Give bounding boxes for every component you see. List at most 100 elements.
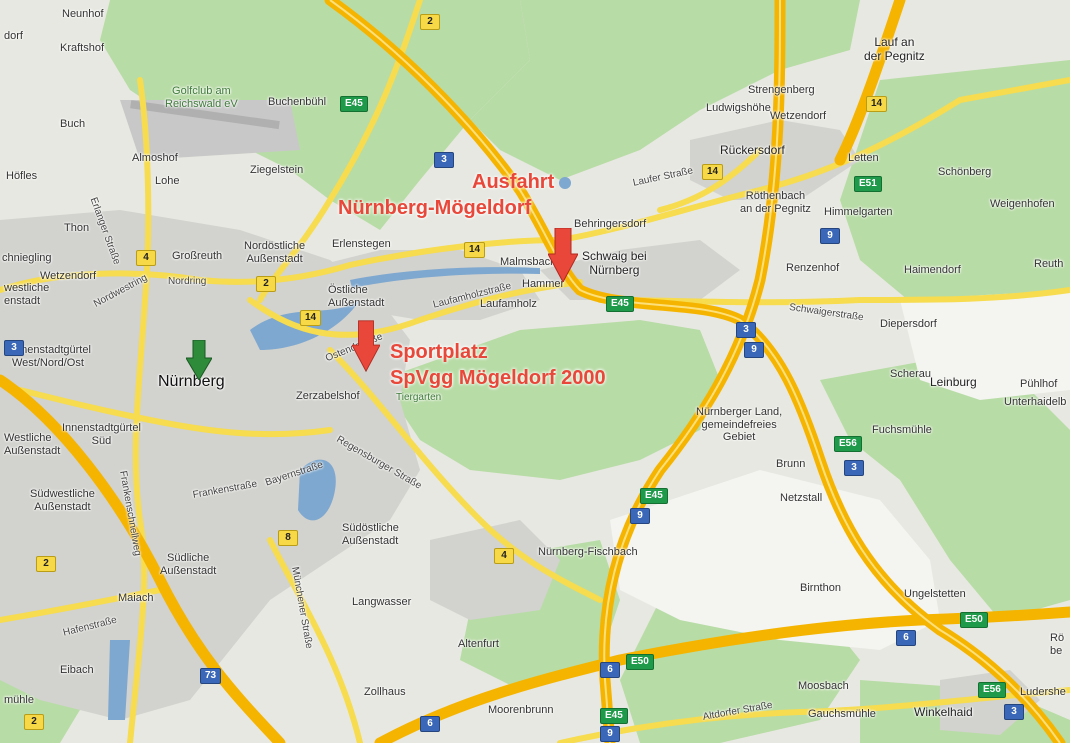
route-shield-e50: E50 — [960, 612, 988, 628]
route-shield-3: 3 — [844, 460, 864, 476]
place-schwaig: Schwaig bei Nürnberg — [582, 249, 647, 277]
place-westliche-sued: Westliche Außenstadt — [4, 432, 61, 457]
place-zerzabelshof: Zerzabelshof — [296, 390, 360, 402]
route-shield-9: 9 — [744, 342, 764, 358]
annotation-exit-line1: Ausfahrt — [472, 171, 555, 193]
annotation-sport-line2: SpVgg Mögeldorf 2000 — [390, 367, 606, 389]
route-shield-e45: E45 — [606, 296, 634, 312]
route-shield-6: 6 — [896, 630, 916, 646]
route-shield-14: 14 — [702, 164, 724, 180]
place-grossreuth: Großreuth — [172, 250, 223, 262]
place-ludersheim: Ludershe — [1020, 686, 1066, 698]
place-hammer: Hammer — [522, 278, 565, 290]
place-maiach: Maiach — [118, 592, 154, 604]
place-wetzendorf-east: Wetzendorf — [770, 110, 827, 122]
route-shield-73: 73 — [200, 668, 222, 684]
route-shield-14: 14 — [300, 310, 322, 326]
annotation-sport-line1: Sportplatz — [390, 341, 488, 363]
place-altenfurt: Altenfurt — [458, 638, 499, 650]
place-roe: Rö be — [1050, 632, 1065, 657]
route-shield-e56: E56 — [834, 436, 862, 452]
place-langwasser: Langwasser — [352, 596, 412, 608]
place-winkelhaid: Winkelhaid — [914, 705, 973, 719]
place-laufamholz: Laufamholz — [480, 298, 537, 310]
route-shield-6: 6 — [420, 716, 440, 732]
place-renzenhof: Renzenhof — [786, 262, 840, 274]
place-buchenbuehl: Buchenbühl — [268, 96, 327, 108]
route-shield-9: 9 — [820, 228, 840, 244]
place-tiergarten: Tiergarten — [396, 392, 442, 403]
route-shield-8: 8 — [278, 530, 298, 546]
place-innenstadt-sued: Innenstadtgürtel Süd — [62, 422, 141, 447]
place-oestliche: Östliche Außenstadt — [328, 284, 385, 309]
place-strengenberg: Strengenberg — [748, 84, 815, 96]
route-shield-3: 3 — [4, 340, 24, 356]
place-thon: Thon — [64, 222, 90, 234]
place-ludwigshoehe: Ludwigshöhe — [706, 102, 771, 114]
place-neunhof: Neunhof — [62, 8, 104, 20]
place-puehlhof: Pühlhof — [1020, 378, 1058, 390]
place-gauchsmuehle: Gauchsmühle — [808, 708, 876, 720]
route-shield-e50: E50 — [626, 654, 654, 670]
place-suedoestliche: Südöstliche Außenstadt — [342, 522, 399, 547]
place-wetzendorf-west: Wetzendorf — [40, 270, 97, 282]
place-westliche-nord: westliche enstadt — [4, 282, 50, 307]
route-shield-2: 2 — [256, 276, 276, 292]
airport-area — [120, 100, 300, 160]
place-hoefles: Höfles — [6, 170, 38, 182]
place-rueckersdorf: Rückersdorf — [720, 143, 785, 157]
place-leinburg: Leinburg — [930, 375, 977, 389]
place-lauf: Lauf an der Pegnitz — [864, 35, 925, 63]
place-buch: Buch — [60, 118, 86, 130]
route-shield-6: 6 — [600, 662, 620, 678]
place-golfclub: Golfclub am Reichswald eV — [165, 85, 238, 110]
place-zollhaus: Zollhaus — [364, 686, 406, 698]
route-shield-2: 2 — [36, 556, 56, 572]
place-kraftshof: Kraftshof — [60, 42, 105, 54]
open-fields — [610, 290, 1070, 650]
route-shield-9: 9 — [600, 726, 620, 742]
place-innenstadt-wno: Innenstadtgürtel West/Nord/Ost — [12, 344, 91, 369]
exit-marker-icon[interactable] — [548, 228, 578, 282]
place-himmelgarten: Himmelgarten — [824, 206, 893, 218]
place-moosbach: Moosbach — [798, 680, 849, 692]
place-fuchsmuehle: Fuchsmühle — [872, 424, 932, 436]
place-erlenstegen: Erlenstegen — [332, 238, 391, 250]
place-nuernberg: Nürnberg — [158, 373, 225, 390]
place-letten: Letten — [848, 152, 879, 164]
route-shield-3: 3 — [434, 152, 454, 168]
place-almoshof: Almoshof — [132, 152, 178, 164]
place-nuernberger-land: Nürnberger Land, gemeindefreies Gebiet — [696, 406, 783, 444]
place-lohe: Lohe — [155, 175, 180, 187]
route-shield-14: 14 — [866, 96, 888, 112]
place-netzstall: Netzstall — [780, 492, 823, 504]
street-nordring: Nordring — [168, 276, 207, 287]
place-eibach: Eibach — [60, 664, 94, 676]
place-dorf: dorf — [4, 30, 23, 42]
place-unterhaidelbach: Unterhaidelb — [1004, 396, 1067, 408]
place-fischbach: Nürnberg-Fischbach — [538, 546, 638, 558]
route-shield-e45: E45 — [640, 488, 668, 504]
place-suedliche: Südliche Außenstadt — [160, 552, 217, 577]
place-diepersdorf: Diepersdorf — [880, 318, 937, 330]
place-behringersdorf: Behringersdorf — [574, 218, 647, 230]
place-schoenberg: Schönberg — [938, 166, 992, 178]
place-ziegelstein: Ziegelstein — [250, 164, 304, 176]
route-shield-2: 2 — [24, 714, 44, 730]
place-reuth: Reuth — [1034, 258, 1064, 270]
motorway-centerlines — [329, 0, 1061, 743]
annotation-exit-line2: Nürnberg-Mögeldorf — [338, 197, 532, 219]
route-shield-e45: E45 — [340, 96, 368, 112]
route-shield-3: 3 — [736, 322, 756, 338]
place-haimendorf: Haimendorf — [904, 264, 961, 276]
place-brunn: Brunn — [776, 458, 806, 470]
place-muehle: mühle — [4, 694, 34, 706]
sportplatz-marker-icon[interactable] — [352, 320, 380, 372]
route-shield-3: 3 — [1004, 704, 1024, 720]
route-shield-14: 14 — [464, 242, 486, 258]
place-chniegling: chniegling — [2, 252, 52, 264]
place-moorenbrunn: Moorenbrunn — [488, 704, 554, 716]
city-center-marker-icon[interactable] — [186, 340, 212, 380]
route-shield-e45: E45 — [600, 708, 628, 724]
